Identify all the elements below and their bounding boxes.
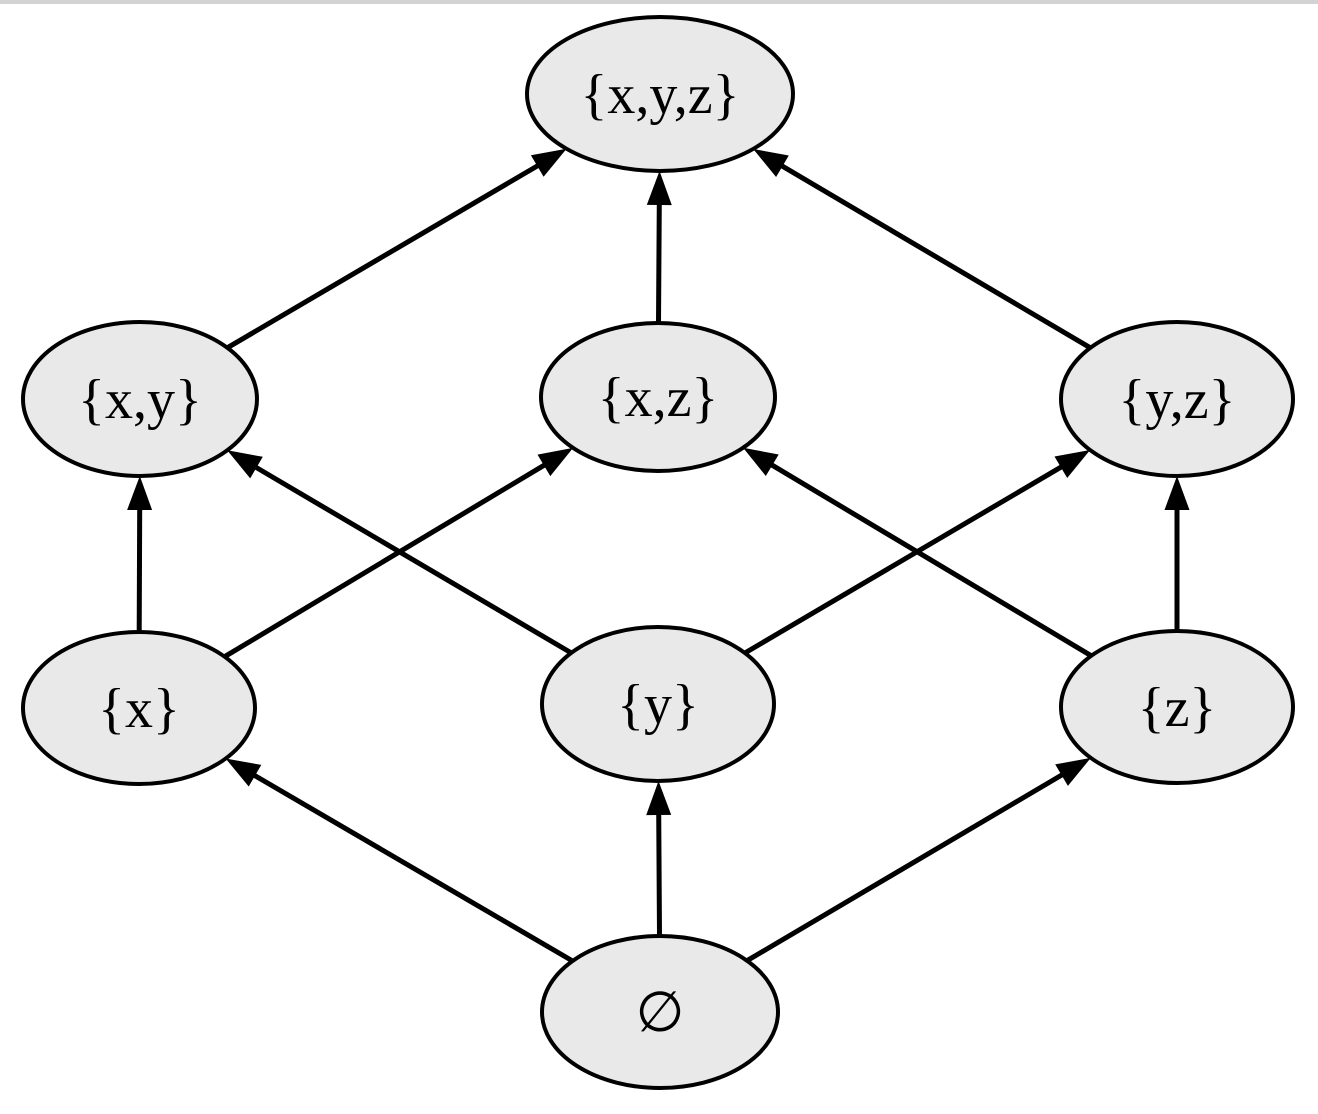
arrowhead-x-xy	[127, 476, 153, 510]
arrowhead-xz-xyz	[646, 171, 672, 206]
node-xyz: {x,y,z}	[525, 15, 795, 173]
edge-xy-xyz	[226, 162, 542, 350]
node-y: {y}	[540, 625, 776, 783]
arrowhead-z-yz	[1164, 476, 1190, 510]
edge-y-yz	[743, 463, 1065, 656]
node-y-shape	[540, 625, 776, 783]
node-y-label: {y}	[617, 674, 699, 736]
node-xz: {x,z}	[539, 321, 777, 473]
node-z-label: {z}	[1138, 677, 1217, 739]
arrowhead-y-xy	[227, 450, 263, 479]
nodes-layer: {x,y,z} {x,y} {x,z} {y,z} {x} {y} {z} ∅	[21, 15, 1295, 1090]
node-z-shape	[1059, 629, 1295, 785]
node-x-label: {x}	[98, 678, 180, 740]
node-xz-shape	[539, 321, 777, 473]
edge-y-xy	[252, 463, 573, 656]
node-yz: {y,z}	[1059, 320, 1295, 478]
node-x: {x}	[21, 630, 257, 786]
node-empty-shape	[540, 934, 780, 1090]
edge-empty-z	[745, 771, 1066, 963]
arrowhead-empty-y	[646, 781, 672, 816]
node-xz-label: {x,z}	[598, 367, 719, 429]
edge-z-xz	[768, 461, 1093, 658]
edge-x-xz	[223, 461, 548, 659]
arrowhead-xy-xyz	[530, 148, 567, 177]
arrowhead-empty-x	[225, 758, 262, 787]
edge-yz-xyz	[778, 162, 1092, 350]
node-xy: {x,y}	[21, 320, 259, 478]
edge-empty-y	[656, 811, 662, 937]
node-z: {z}	[1059, 629, 1295, 785]
arrowhead-yz-xyz	[753, 149, 789, 177]
node-xyz-shape	[525, 15, 795, 173]
node-yz-label: {y,z}	[1119, 369, 1236, 431]
window-top-strip	[0, 0, 1318, 4]
node-x-shape	[21, 630, 257, 786]
node-xy-label: {x,y}	[78, 369, 202, 431]
edge-empty-x	[251, 772, 574, 964]
arrowhead-x-xz	[537, 447, 574, 477]
node-yz-shape	[1059, 320, 1295, 478]
node-empty-label: ∅	[636, 982, 685, 1044]
arrowhead-y-yz	[1054, 450, 1091, 478]
edge-x-xy	[136, 506, 143, 633]
edges-layer	[127, 148, 1190, 964]
arrowhead-z-xz	[743, 447, 779, 476]
arrowhead-empty-z	[1055, 757, 1091, 786]
node-empty: ∅	[540, 934, 780, 1090]
edge-xz-xyz	[656, 201, 662, 324]
node-xyz-label: {x,y,z}	[581, 64, 740, 126]
node-xy-shape	[21, 320, 259, 478]
